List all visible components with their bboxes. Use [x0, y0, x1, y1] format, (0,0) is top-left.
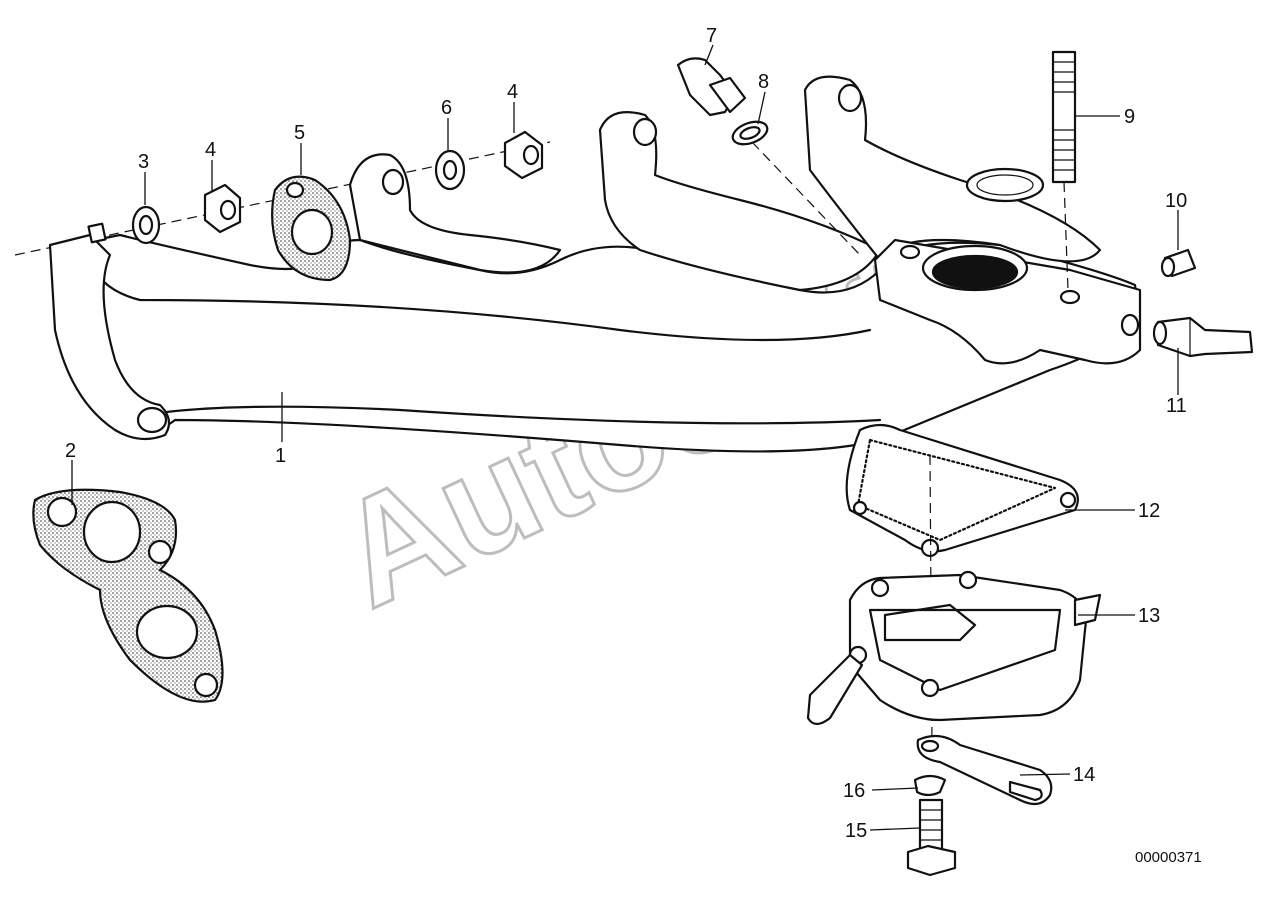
- nut-4-right: [503, 130, 544, 180]
- seal-ring-8: [731, 120, 769, 146]
- washer-3: [131, 205, 161, 245]
- callout-leaders: [71, 44, 1179, 831]
- callout-12: 12: [1138, 500, 1160, 522]
- callout-7: 7: [706, 25, 717, 47]
- callout-14: 14: [1073, 764, 1095, 786]
- bolt-15: [906, 798, 957, 877]
- bolt-11: [1152, 316, 1254, 358]
- callout-2: 2: [65, 440, 76, 462]
- flange-13: [806, 570, 1102, 726]
- callout-3: 3: [138, 151, 149, 173]
- washer-16: [913, 774, 947, 797]
- callout-8: 8: [758, 71, 769, 93]
- callout-6: 6: [441, 97, 452, 119]
- nut-4-left: [203, 183, 242, 234]
- document-number: 00000371: [1135, 849, 1202, 866]
- callout-4-right: 4: [507, 81, 518, 103]
- stud-axis-9: [1063, 181, 1069, 291]
- stud-9: [1051, 50, 1077, 184]
- fitting-7: [676, 57, 747, 117]
- callout-5: 5: [294, 122, 305, 144]
- callout-4-left: 4: [205, 139, 216, 161]
- exhaust-manifold: [48, 75, 1142, 453]
- callout-1: 1: [275, 445, 286, 467]
- callout-9: 9: [1124, 106, 1135, 128]
- callout-11: 11: [1166, 395, 1187, 417]
- gasket-12: [845, 423, 1079, 558]
- callout-10: 10: [1165, 190, 1187, 212]
- bracket-14: [916, 734, 1053, 806]
- callout-numbers: 1 2 3 4 5 6 4 7 8 9 10 11 12 13 14 15 16: [65, 25, 1187, 842]
- callout-15: 15: [845, 820, 867, 842]
- callout-13: 13: [1138, 605, 1160, 627]
- gasket-left: [32, 488, 224, 703]
- plug-10: [1160, 248, 1197, 278]
- gasket-5: [271, 175, 352, 282]
- fitting-axis: [751, 141, 861, 256]
- callout-16: 16: [843, 780, 865, 802]
- washer-6: [434, 149, 466, 191]
